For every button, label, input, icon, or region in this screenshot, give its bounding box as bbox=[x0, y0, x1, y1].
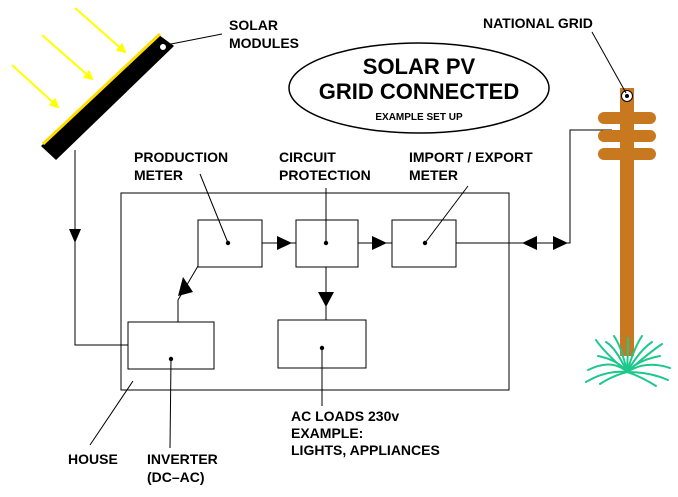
inverter-to-meter-arrow bbox=[178, 277, 193, 296]
dc-cable bbox=[74, 150, 128, 346]
sun-ray bbox=[11, 64, 60, 109]
inverter-to-meter-cable bbox=[177, 265, 199, 322]
ac-loads-label-1: AC LOADS 230v bbox=[291, 408, 399, 424]
house-label: HOUSE bbox=[68, 451, 118, 467]
dc-flow-arrow bbox=[69, 229, 81, 243]
sun-rays bbox=[11, 7, 127, 109]
meter-to-protection-arrow bbox=[277, 236, 292, 250]
solar-modules-label-1: SOLAR bbox=[229, 17, 278, 33]
production-meter-label-2: METER bbox=[134, 167, 183, 183]
national-grid-label: NATIONAL GRID bbox=[483, 15, 593, 31]
solar-modules-leader bbox=[165, 33, 223, 46]
bidirectional-arrow bbox=[522, 236, 568, 250]
title-block: SOLAR PV GRID CONNECTED EXAMPLE SET UP bbox=[288, 42, 550, 134]
national-grid-leader bbox=[591, 31, 627, 94]
production-meter-leader bbox=[199, 173, 229, 244]
import-export-meter-leader bbox=[424, 185, 469, 244]
production-meter-label-1: PRODUCTION bbox=[134, 149, 228, 165]
inverter-leader bbox=[169, 358, 172, 449]
sun-ray bbox=[41, 34, 94, 81]
protection-to-loads-arrow bbox=[318, 292, 334, 307]
house-leader bbox=[89, 380, 134, 446]
import-export-meter-label-2: METER bbox=[409, 167, 458, 183]
protection-to-export-meter-arrow bbox=[372, 236, 387, 250]
solar-module bbox=[41, 32, 174, 160]
utility-pole bbox=[598, 88, 656, 356]
house-boundary bbox=[120, 192, 510, 391]
circuit-protection-label-2: PROTECTION bbox=[279, 167, 371, 183]
inverter-label-2: (DC–AC) bbox=[147, 469, 205, 485]
ac-loads-label-2: EXAMPLE: bbox=[291, 425, 363, 441]
sun-ray bbox=[74, 7, 127, 54]
grass-tuft bbox=[585, 335, 671, 387]
ac-loads-label-3: LIGHTS, APPLIANCES bbox=[291, 442, 440, 458]
title-subtitle: EXAMPLE SET UP bbox=[375, 112, 463, 123]
import-export-meter-label-1: IMPORT / EXPORT bbox=[409, 149, 533, 165]
title-line-2: GRID CONNECTED bbox=[319, 79, 519, 104]
circuit-protection-label-1: CIRCUIT bbox=[279, 149, 336, 165]
solar-modules-label-2: MODULES bbox=[229, 35, 299, 51]
title-line-1: SOLAR PV bbox=[363, 54, 476, 79]
grid-cable bbox=[456, 129, 612, 244]
inverter-label-1: INVERTER bbox=[147, 451, 218, 467]
